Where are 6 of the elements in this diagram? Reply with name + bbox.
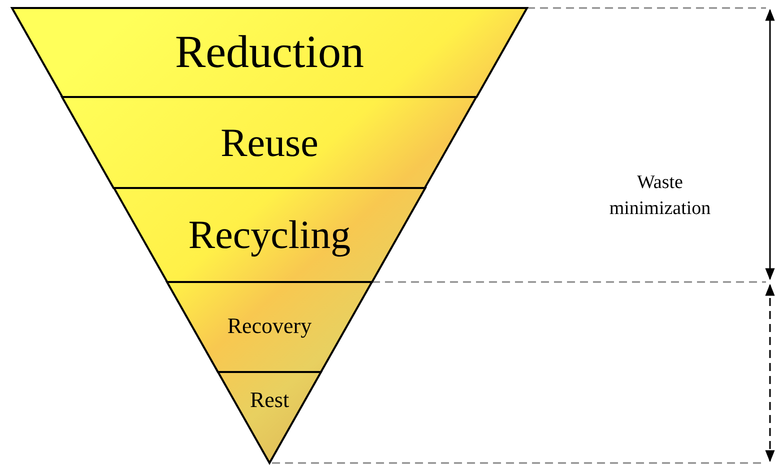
level-label: Recovery xyxy=(227,315,312,337)
range-label: Waste minimization xyxy=(608,171,712,221)
level-label: Reduction xyxy=(174,29,364,75)
level-label: Rest xyxy=(250,389,290,411)
level-label: Reuse xyxy=(220,123,318,163)
level-label: Recycling xyxy=(188,215,351,255)
